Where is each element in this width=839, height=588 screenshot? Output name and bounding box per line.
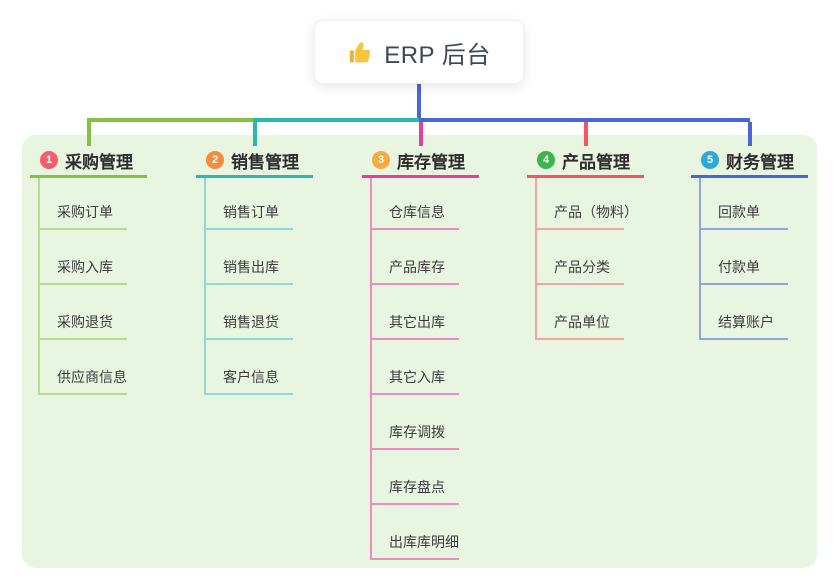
thumbs-up-icon xyxy=(347,39,374,66)
node-purchase-inbound[interactable]: 采购入库 xyxy=(40,230,127,285)
node-product-unit[interactable]: 产品单位 xyxy=(537,285,624,340)
connector-drop-purchase xyxy=(87,122,91,146)
branch-sales: 2 销售管理 销售订单 销售出库 销售退货 客户信息 xyxy=(196,145,313,395)
branch-inventory: 3 库存管理 仓库信息 产品库存 其它出库 其它入库 库存调拨 库存盘点 出库库… xyxy=(362,145,479,560)
node-sales-return[interactable]: 销售退货 xyxy=(206,285,293,340)
branch-items: 采购订单 采购入库 采购退货 供应商信息 xyxy=(38,178,127,395)
node-receipt-bill[interactable]: 回款单 xyxy=(701,178,788,230)
node-sales-outbound[interactable]: 销售出库 xyxy=(206,230,293,285)
node-stock-count[interactable]: 库存盘点 xyxy=(372,450,459,505)
root-node-erp[interactable]: ERP 后台 xyxy=(314,20,524,84)
branch-header-inventory[interactable]: 3 库存管理 xyxy=(362,145,479,178)
branch-title: 产品管理 xyxy=(562,152,630,172)
node-supplier-info[interactable]: 供应商信息 xyxy=(40,340,127,395)
branch-title: 销售管理 xyxy=(231,152,299,172)
branch-items: 销售订单 销售出库 销售退货 客户信息 xyxy=(204,178,293,395)
branch-title: 财务管理 xyxy=(726,152,794,172)
connector-drop-inventory xyxy=(419,122,423,146)
root-title: ERP 后台 xyxy=(384,41,491,69)
connector-drop-product xyxy=(584,122,588,146)
badge-5: 5 xyxy=(701,151,719,169)
branch-header-purchase[interactable]: 1 采购管理 xyxy=(30,145,147,178)
branch-items: 仓库信息 产品库存 其它出库 其它入库 库存调拨 库存盘点 出库库明细 xyxy=(370,178,459,560)
badge-4: 4 xyxy=(537,151,555,169)
branch-purchase: 1 采购管理 采购订单 采购入库 采购退货 供应商信息 xyxy=(30,145,147,395)
branch-title: 采购管理 xyxy=(65,152,133,172)
node-settlement-account[interactable]: 结算账户 xyxy=(701,285,788,340)
connector-trunk-right xyxy=(419,118,750,122)
connector-trunk-mid xyxy=(253,118,419,122)
branch-title: 库存管理 xyxy=(397,152,465,172)
node-other-inbound[interactable]: 其它入库 xyxy=(372,340,459,395)
node-product-stock[interactable]: 产品库存 xyxy=(372,230,459,285)
connector-drop-sales xyxy=(253,122,257,146)
badge-1: 1 xyxy=(40,151,58,169)
branch-items: 回款单 付款单 结算账户 xyxy=(699,178,788,340)
branch-items: 产品（物料） 产品分类 产品单位 xyxy=(535,178,638,340)
badge-2: 2 xyxy=(206,151,224,169)
connector-trunk-left xyxy=(87,118,253,122)
node-other-outbound[interactable]: 其它出库 xyxy=(372,285,459,340)
node-customer-info[interactable]: 客户信息 xyxy=(206,340,293,395)
branch-header-sales[interactable]: 2 销售管理 xyxy=(196,145,313,178)
branch-header-product[interactable]: 4 产品管理 xyxy=(527,145,644,178)
branch-finance: 5 财务管理 回款单 付款单 结算账户 xyxy=(691,145,808,340)
node-purchase-return[interactable]: 采购退货 xyxy=(40,285,127,340)
node-sales-order[interactable]: 销售订单 xyxy=(206,178,293,230)
branches-panel xyxy=(22,135,817,568)
node-stock-transfer[interactable]: 库存调拨 xyxy=(372,395,459,450)
node-warehouse-info[interactable]: 仓库信息 xyxy=(372,178,459,230)
branch-header-finance[interactable]: 5 财务管理 xyxy=(691,145,808,178)
node-purchase-order[interactable]: 采购订单 xyxy=(40,178,127,230)
connector-drop-finance xyxy=(748,122,752,146)
node-product-material[interactable]: 产品（物料） xyxy=(537,178,638,230)
node-product-category[interactable]: 产品分类 xyxy=(537,230,624,285)
node-outbound-detail[interactable]: 出库库明细 xyxy=(372,505,459,560)
connector-root-vertical xyxy=(417,84,421,122)
node-payment-bill[interactable]: 付款单 xyxy=(701,230,788,285)
branch-product: 4 产品管理 产品（物料） 产品分类 产品单位 xyxy=(527,145,644,340)
badge-3: 3 xyxy=(372,151,390,169)
